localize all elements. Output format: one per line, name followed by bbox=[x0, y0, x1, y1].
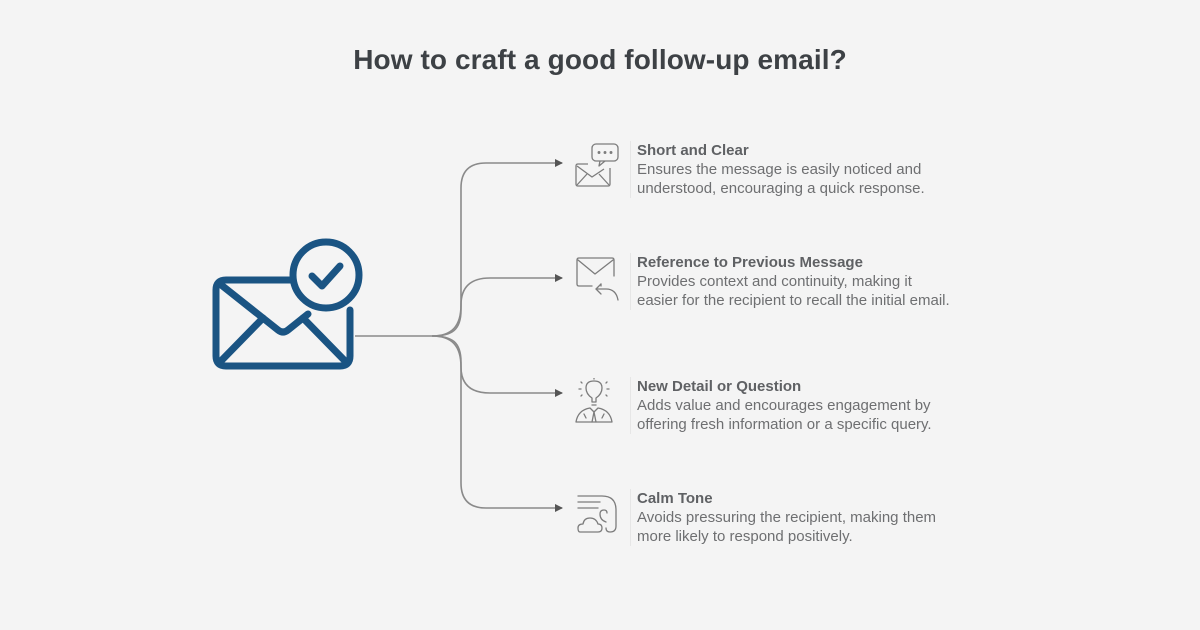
tip-text: Reference to Previous Message Provides c… bbox=[630, 253, 997, 310]
tip-description-line: understood, encouraging a quick response… bbox=[637, 180, 925, 197]
tip-title: Short and Clear bbox=[637, 142, 749, 159]
tip-title: New Detail or Question bbox=[637, 378, 802, 395]
email-check-icon bbox=[208, 238, 368, 372]
tip-description-line: Avoids pressuring the recipient, making … bbox=[637, 509, 937, 526]
person-lightbulb-icon bbox=[572, 377, 620, 426]
tip-item-calm-tone: Calm Tone Avoids pressuring the recipien… bbox=[572, 489, 992, 546]
tip-text: Calm Tone Avoids pressuring the recipien… bbox=[630, 489, 997, 546]
tip-description-line: Provides context and continuity, making … bbox=[637, 273, 912, 290]
tip-description-line: more likely to respond positively. bbox=[637, 528, 853, 545]
tip-description-line: offering fresh information or a specific… bbox=[637, 416, 932, 433]
tip-description-line: easier for the recipient to recall the i… bbox=[637, 292, 950, 309]
tip-description-line: Ensures the message is easily noticed an… bbox=[637, 161, 922, 178]
calm-cloud-wind-icon bbox=[572, 490, 620, 538]
tip-title: Reference to Previous Message bbox=[637, 254, 863, 271]
tip-item-short-and-clear: Short and Clear Ensures the message is e… bbox=[572, 141, 992, 198]
tip-text: New Detail or Question Adds value and en… bbox=[630, 377, 997, 434]
email-chat-bubble-icon bbox=[572, 142, 620, 190]
tip-text: Short and Clear Ensures the message is e… bbox=[630, 141, 997, 198]
tip-item-reference-previous: Reference to Previous Message Provides c… bbox=[572, 253, 992, 310]
tip-item-new-detail: New Detail or Question Adds value and en… bbox=[572, 377, 992, 434]
page-title: How to craft a good follow-up email? bbox=[353, 44, 847, 75]
email-reply-icon bbox=[572, 254, 620, 302]
tip-description-line: Adds value and encourages engagement by bbox=[637, 397, 931, 414]
tip-title: Calm Tone bbox=[637, 490, 713, 507]
